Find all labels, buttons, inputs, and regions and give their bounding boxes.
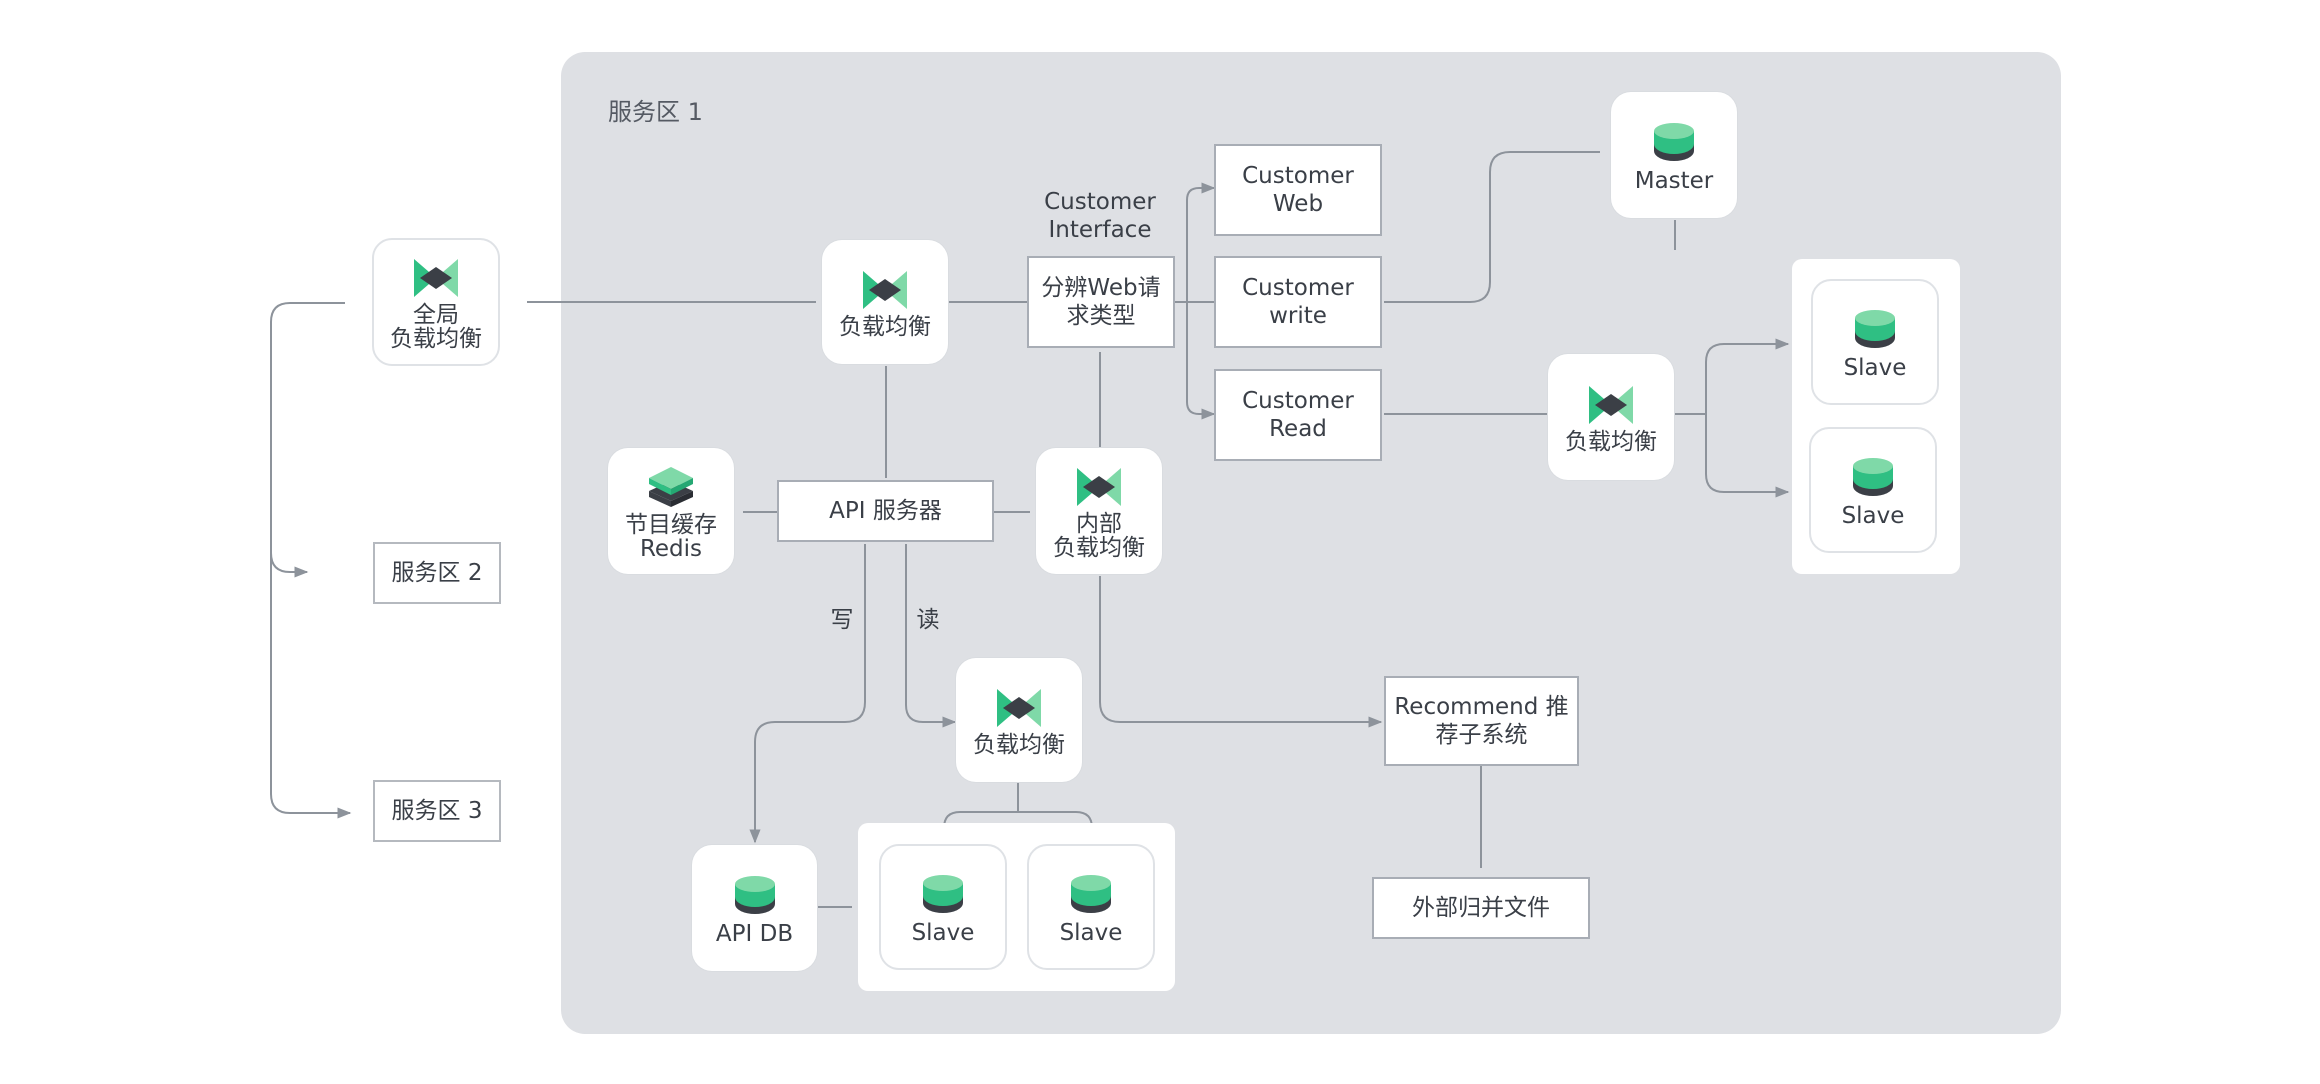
load-balancer-icon <box>863 271 907 309</box>
slave-d-database[interactable]: Slave <box>1027 844 1155 970</box>
api-database[interactable]: API DB <box>692 845 817 971</box>
read-load-balancer[interactable]: 负载均衡 <box>1548 354 1674 480</box>
external-merge-file-box[interactable]: 外部归并文件 <box>1372 877 1590 939</box>
api-server-box[interactable]: API 服务器 <box>777 480 994 542</box>
slave-c-label: Slave <box>911 920 975 946</box>
slave-b-label: Slave <box>1841 503 1905 529</box>
request-dispatch-box[interactable]: 分辨Web请 求类型 <box>1027 256 1175 348</box>
database-icon <box>923 875 963 913</box>
database-icon <box>1853 458 1893 496</box>
database-icon <box>734 876 775 914</box>
api-lb-label: 负载均衡 <box>973 732 1065 758</box>
wire-global-to-zone2 <box>270 302 345 578</box>
load-balancer-icon <box>997 689 1041 727</box>
database-icon <box>1654 123 1694 161</box>
wire-dispatch-to-web <box>1174 182 1216 303</box>
customer-interface-label: Customer Interface <box>1044 189 1156 243</box>
customer-write-box[interactable]: Customer write <box>1214 256 1382 348</box>
load-balancer-icon <box>1077 468 1121 506</box>
wire-write-to-master <box>1384 151 1600 303</box>
wire-lb-to-slave-a <box>1705 338 1790 414</box>
recommend-subsystem-box[interactable]: Recommend 推 荐子系统 <box>1384 676 1579 766</box>
wire-global-to-zone3 <box>270 553 352 819</box>
database-icon <box>1855 310 1895 348</box>
api-load-balancer[interactable]: 负载均衡 <box>956 658 1082 782</box>
slave-b-database[interactable]: Slave <box>1809 427 1937 553</box>
master-database[interactable]: Master <box>1611 92 1737 218</box>
cache-layer-icon <box>649 467 693 507</box>
global-lb-label: 全局 负载均衡 <box>390 302 482 352</box>
wire-dispatch-to-read <box>1186 302 1216 420</box>
service-zone-3[interactable]: 服务区 3 <box>373 780 501 842</box>
slave-a-database[interactable]: Slave <box>1811 279 1939 405</box>
internal-lb-label: 内部 负载均衡 <box>1053 511 1145 561</box>
write-label: 写 <box>830 607 854 633</box>
read-label: 读 <box>916 607 940 633</box>
internal-load-balancer[interactable]: 内部 负载均衡 <box>1036 448 1162 574</box>
slave-c-database[interactable]: Slave <box>879 844 1007 970</box>
redis-cache[interactable]: 节目缓存 Redis <box>608 448 734 574</box>
front-load-balancer[interactable]: 负载均衡 <box>822 240 948 364</box>
database-icon <box>1071 875 1111 913</box>
zone-title: 服务区 1 <box>608 98 703 126</box>
load-balancer-icon <box>414 259 458 297</box>
read-lb-label: 负载均衡 <box>1565 429 1657 455</box>
load-balancer-icon <box>1589 386 1633 424</box>
slave-a-label: Slave <box>1843 355 1907 381</box>
wire-internal-to-recommend <box>1099 576 1383 728</box>
master-label: Master <box>1634 168 1714 194</box>
redis-label: 节目缓存 Redis <box>625 512 717 562</box>
customer-read-box[interactable]: Customer Read <box>1214 369 1382 461</box>
wire-api-write <box>749 544 866 844</box>
wire-lb-to-slave-b <box>1705 414 1790 498</box>
customer-web-box[interactable]: Customer Web <box>1214 144 1382 236</box>
slave-d-label: Slave <box>1059 920 1123 946</box>
wire-api-read <box>905 544 957 728</box>
global-load-balancer[interactable]: 全局 负载均衡 <box>372 238 500 366</box>
service-zone-2[interactable]: 服务区 2 <box>373 542 501 604</box>
api-db-label: API DB <box>715 921 794 947</box>
front-lb-label: 负载均衡 <box>839 314 931 340</box>
